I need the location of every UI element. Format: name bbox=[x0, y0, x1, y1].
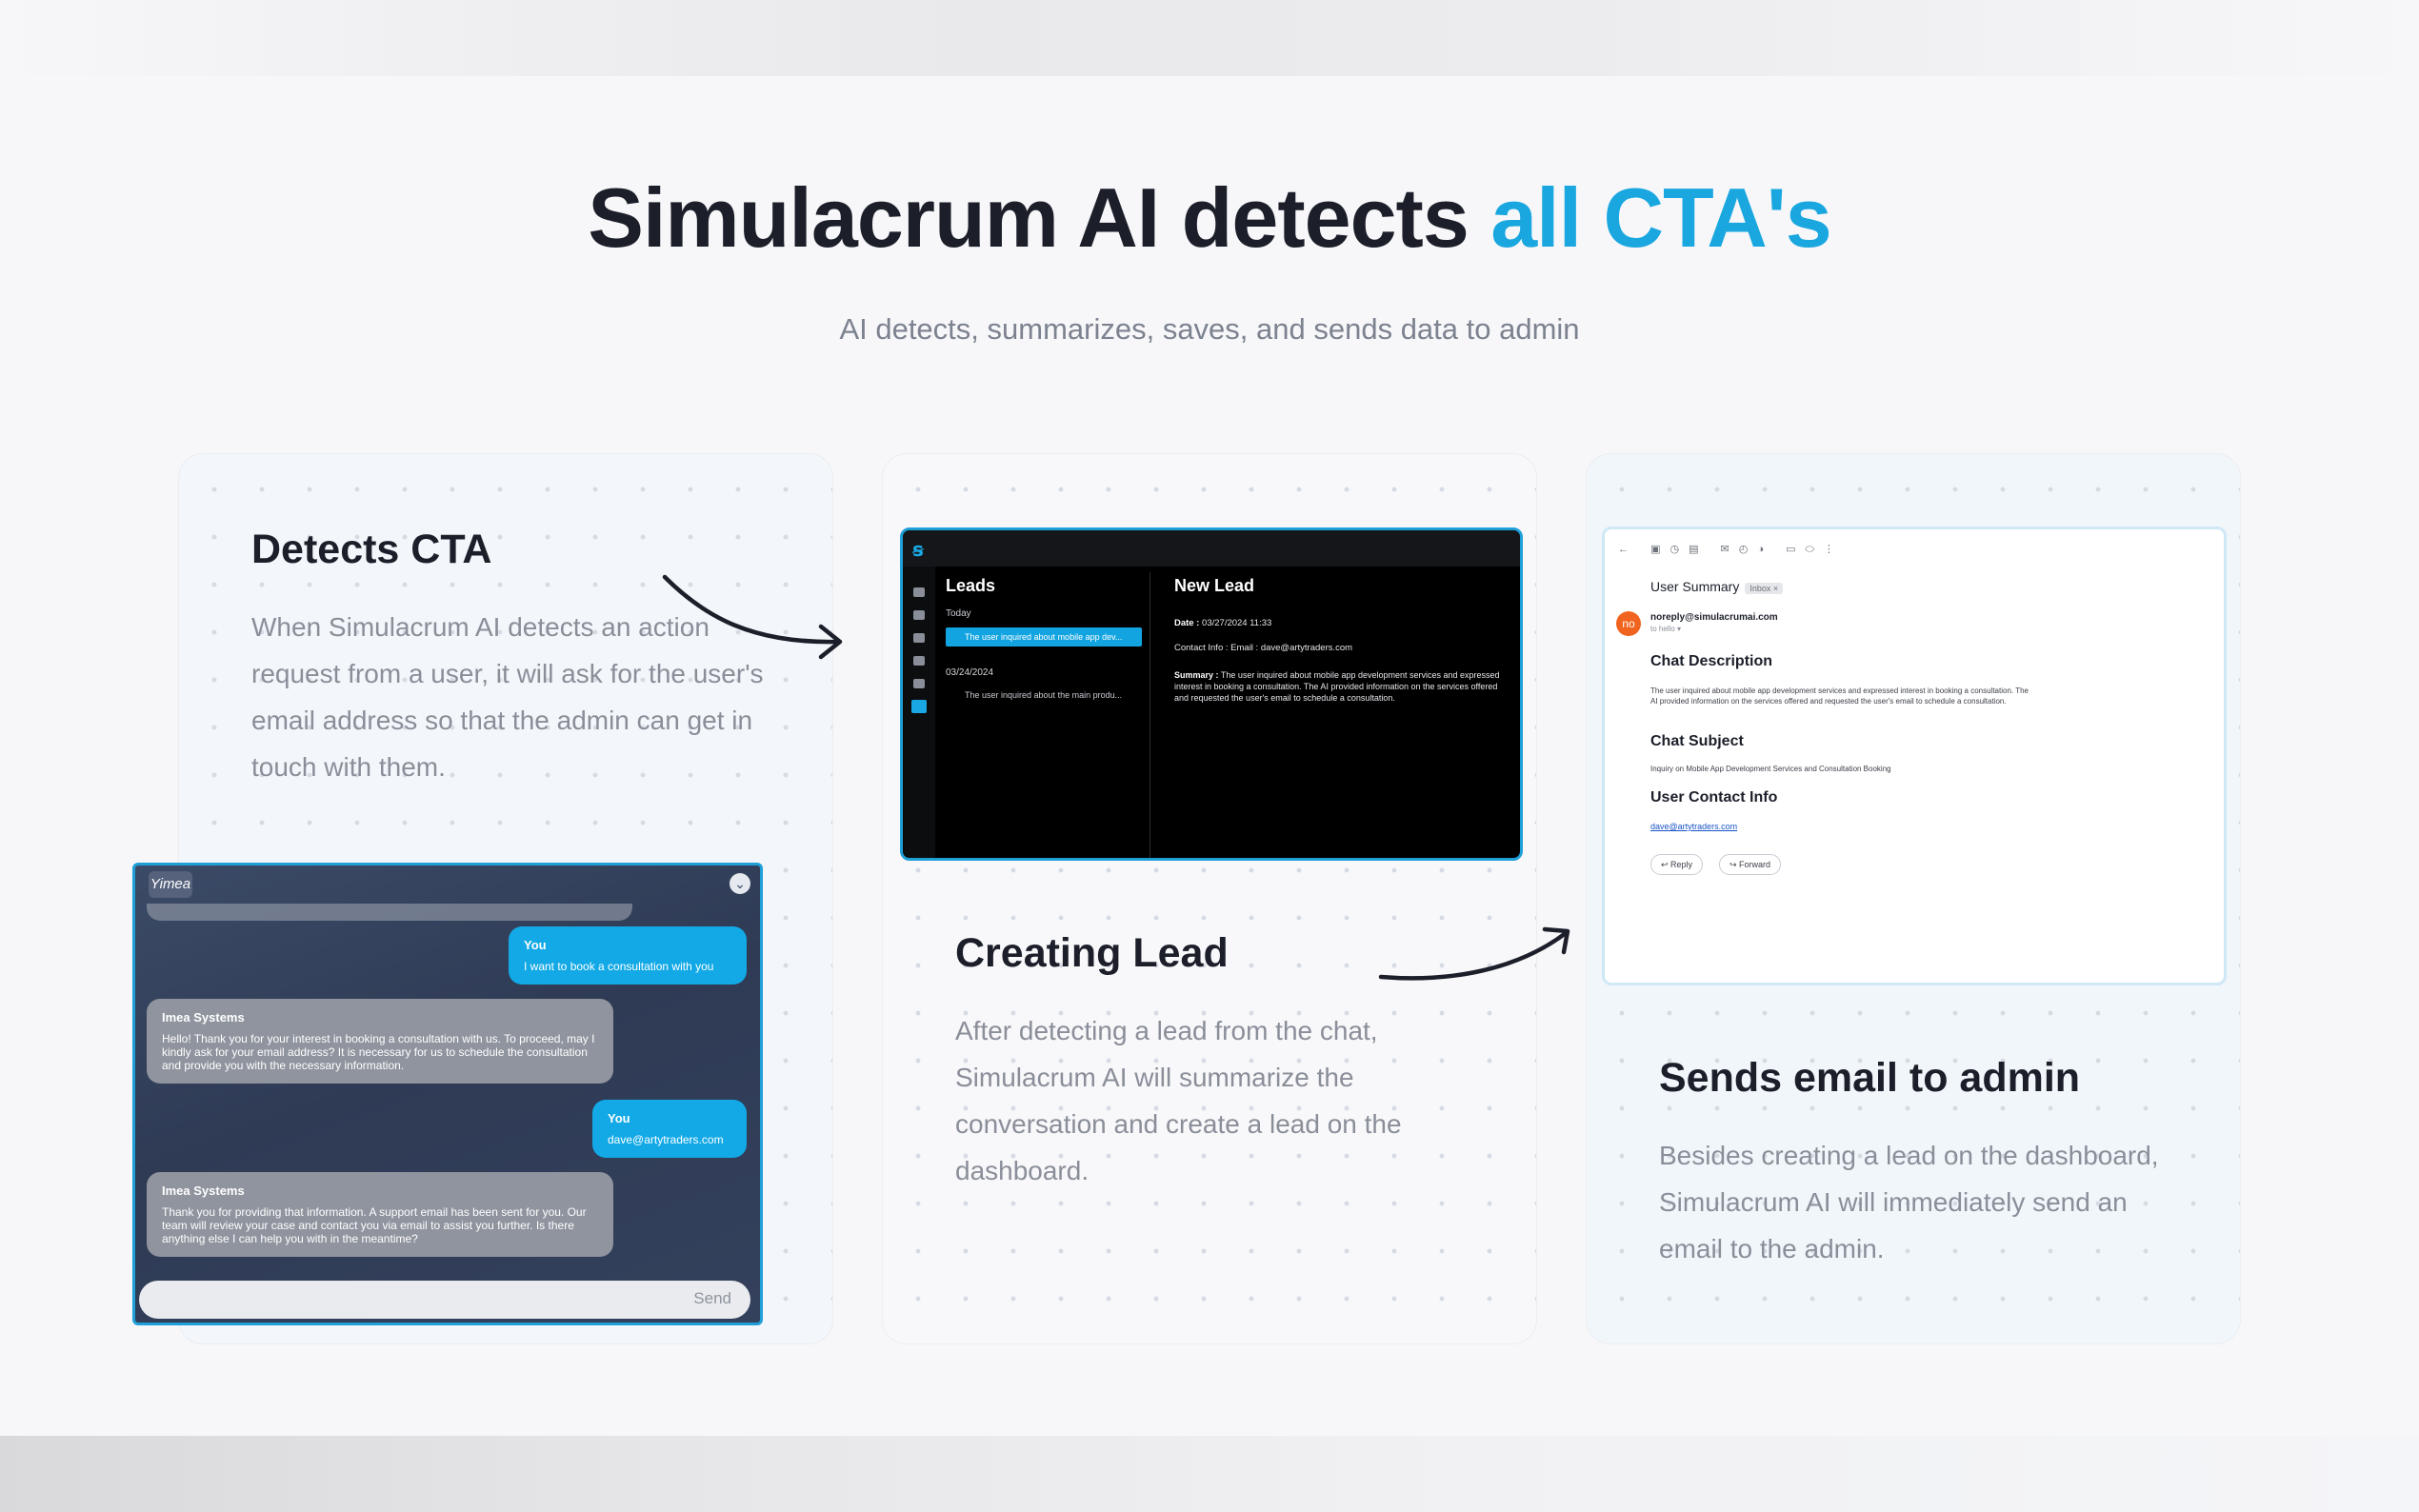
title-main: Simulacrum AI detects bbox=[588, 170, 1491, 265]
dashboard-topbar: ꞩ bbox=[903, 530, 1520, 567]
message-text: Hello! Thank you for your interest in bo… bbox=[162, 1032, 595, 1072]
date-group-label: 03/24/2024 bbox=[946, 667, 994, 678]
curved-arrow-icon bbox=[662, 574, 843, 660]
chat-message-user: You I want to book a consultation with y… bbox=[509, 926, 747, 985]
lead-date-row: Date : 03/27/2024 11:33 bbox=[1174, 618, 1271, 628]
label-icon[interactable]: ⬭ bbox=[1805, 544, 1824, 555]
list-icon[interactable] bbox=[913, 610, 925, 620]
lead-date-value: 03/27/2024 11:33 bbox=[1202, 618, 1272, 628]
chat-icon[interactable] bbox=[913, 633, 925, 643]
chat-description-text: The user inquired about mobile app devel… bbox=[1650, 686, 2029, 706]
email-sender: noreply@simulacrumai.com bbox=[1650, 612, 1778, 623]
forward-button[interactable]: ↪ Forward bbox=[1719, 854, 1782, 875]
reply-button[interactable]: ↩ Reply bbox=[1650, 854, 1704, 875]
page-title: Simulacrum AI detects all CTA's bbox=[0, 169, 2419, 267]
email-subject-text: User Summary bbox=[1650, 579, 1740, 594]
card-title-creating-lead: Creating Lead bbox=[955, 930, 1229, 976]
chat-header: Yimea ⌄ bbox=[135, 865, 760, 904]
email-recipient[interactable]: to hello ▾ bbox=[1650, 625, 1682, 633]
users-icon[interactable] bbox=[913, 656, 925, 666]
lead-summary: Summary : The user inquired about mobile… bbox=[1174, 669, 1508, 704]
lead-summary-value: The user inquired about mobile app devel… bbox=[1174, 670, 1500, 703]
chat-widget: Yimea ⌄ You I want to book a consultatio… bbox=[132, 863, 763, 1325]
lead-date-key: Date : bbox=[1174, 618, 1200, 628]
card-title-sends-email: Sends email to admin bbox=[1659, 1055, 2081, 1101]
email-toolbar: ← ▣◷▤ ✉◴◑ ▭⬭⋮ bbox=[1618, 543, 1844, 556]
email-subject: User Summary Inbox × bbox=[1650, 579, 1784, 594]
archive-icon[interactable]: ▣ bbox=[1650, 544, 1670, 555]
report-icon[interactable]: ◷ bbox=[1669, 544, 1689, 555]
back-icon[interactable]: ← bbox=[1618, 544, 1638, 555]
card-description-creating-lead: After detecting a lead from the chat, Si… bbox=[955, 1016, 1402, 1185]
chat-logo: Yimea bbox=[149, 871, 192, 898]
grid-icon[interactable] bbox=[913, 587, 925, 597]
card-description-sends-email: Besides creating a lead on the dashboard… bbox=[1659, 1141, 2159, 1263]
contact-email-link[interactable]: dave@artytraders.com bbox=[1650, 822, 1738, 831]
chat-message-bot: Imea Systems Hello! Thank you for your i… bbox=[147, 999, 613, 1084]
chat-description-heading: Chat Description bbox=[1650, 653, 1773, 669]
lead-contact-row: Contact Info : Email : dave@artytraders.… bbox=[1174, 643, 1352, 653]
message-sender: Imea Systems bbox=[162, 1010, 245, 1025]
mail-icon[interactable]: ✉ bbox=[1720, 544, 1739, 555]
clock-icon[interactable]: ◴ bbox=[1738, 544, 1758, 555]
leads-title: Leads bbox=[946, 576, 996, 595]
lead-contact-key: Contact Info : bbox=[1174, 643, 1229, 653]
page-subtitle: AI detects, summarizes, saves, and sends… bbox=[839, 312, 1580, 346]
send-button[interactable]: Send bbox=[693, 1289, 731, 1307]
message-sender: You bbox=[524, 938, 547, 952]
email-preview: ← ▣◷▤ ✉◴◑ ▭⬭⋮ User Summary Inbox × no nor… bbox=[1602, 527, 2227, 985]
card-description-detects-cta: When Simulacrum AI detects an action req… bbox=[251, 612, 764, 782]
previous-message-bubble bbox=[147, 904, 632, 921]
chat-message-bot: Imea Systems Thank you for providing tha… bbox=[147, 1172, 613, 1257]
settings-icon[interactable] bbox=[913, 679, 925, 688]
chat-subject-text: Inquiry on Mobile App Development Servic… bbox=[1650, 765, 1891, 773]
more-icon[interactable]: ⋮ bbox=[1823, 544, 1844, 555]
message-text: Thank you for providing that information… bbox=[162, 1205, 587, 1245]
avatar: no bbox=[1616, 611, 1641, 636]
bottom-band bbox=[0, 1436, 2419, 1512]
chat-subject-heading: Chat Subject bbox=[1650, 733, 1744, 749]
message-sender: Imea Systems bbox=[162, 1184, 245, 1198]
dashboard-logo-icon: ꞩ bbox=[912, 540, 924, 561]
card-title-detects-cta: Detects CTA bbox=[251, 527, 492, 572]
lead-list-item[interactable]: The user inquired about the main produ..… bbox=[965, 690, 1123, 700]
contact-info-heading: User Contact Info bbox=[1650, 789, 1778, 806]
lead-contact-value: Email : dave@artytraders.com bbox=[1230, 643, 1353, 653]
message-sender: You bbox=[608, 1111, 630, 1125]
leads-dashboard: ꞩ Leads Today The user inquired about mo… bbox=[900, 527, 1523, 861]
title-accent: all CTA's bbox=[1490, 170, 1831, 265]
inbox-tag[interactable]: Inbox × bbox=[1745, 583, 1784, 594]
leads-icon[interactable] bbox=[911, 700, 927, 713]
lead-summary-key: Summary : bbox=[1174, 670, 1219, 680]
curved-arrow-icon bbox=[1378, 926, 1570, 981]
message-text: dave@artytraders.com bbox=[608, 1133, 724, 1146]
folder-icon[interactable]: ▭ bbox=[1786, 544, 1806, 555]
chat-message-user: You dave@artytraders.com bbox=[592, 1100, 747, 1158]
dashboard-sidebar bbox=[903, 567, 935, 858]
chevron-down-icon[interactable]: ⌄ bbox=[730, 873, 750, 894]
delete-icon[interactable]: ▤ bbox=[1689, 544, 1709, 555]
new-lead-title: New Lead bbox=[1174, 576, 1255, 595]
top-band bbox=[0, 0, 2419, 76]
chat-input[interactable]: Send bbox=[139, 1281, 750, 1319]
task-icon[interactable]: ◑ bbox=[1757, 544, 1774, 555]
message-text: I want to book a consultation with you bbox=[524, 960, 714, 973]
lead-list-item-active[interactable]: The user inquired about mobile app dev..… bbox=[946, 627, 1142, 647]
today-label: Today bbox=[946, 608, 971, 619]
